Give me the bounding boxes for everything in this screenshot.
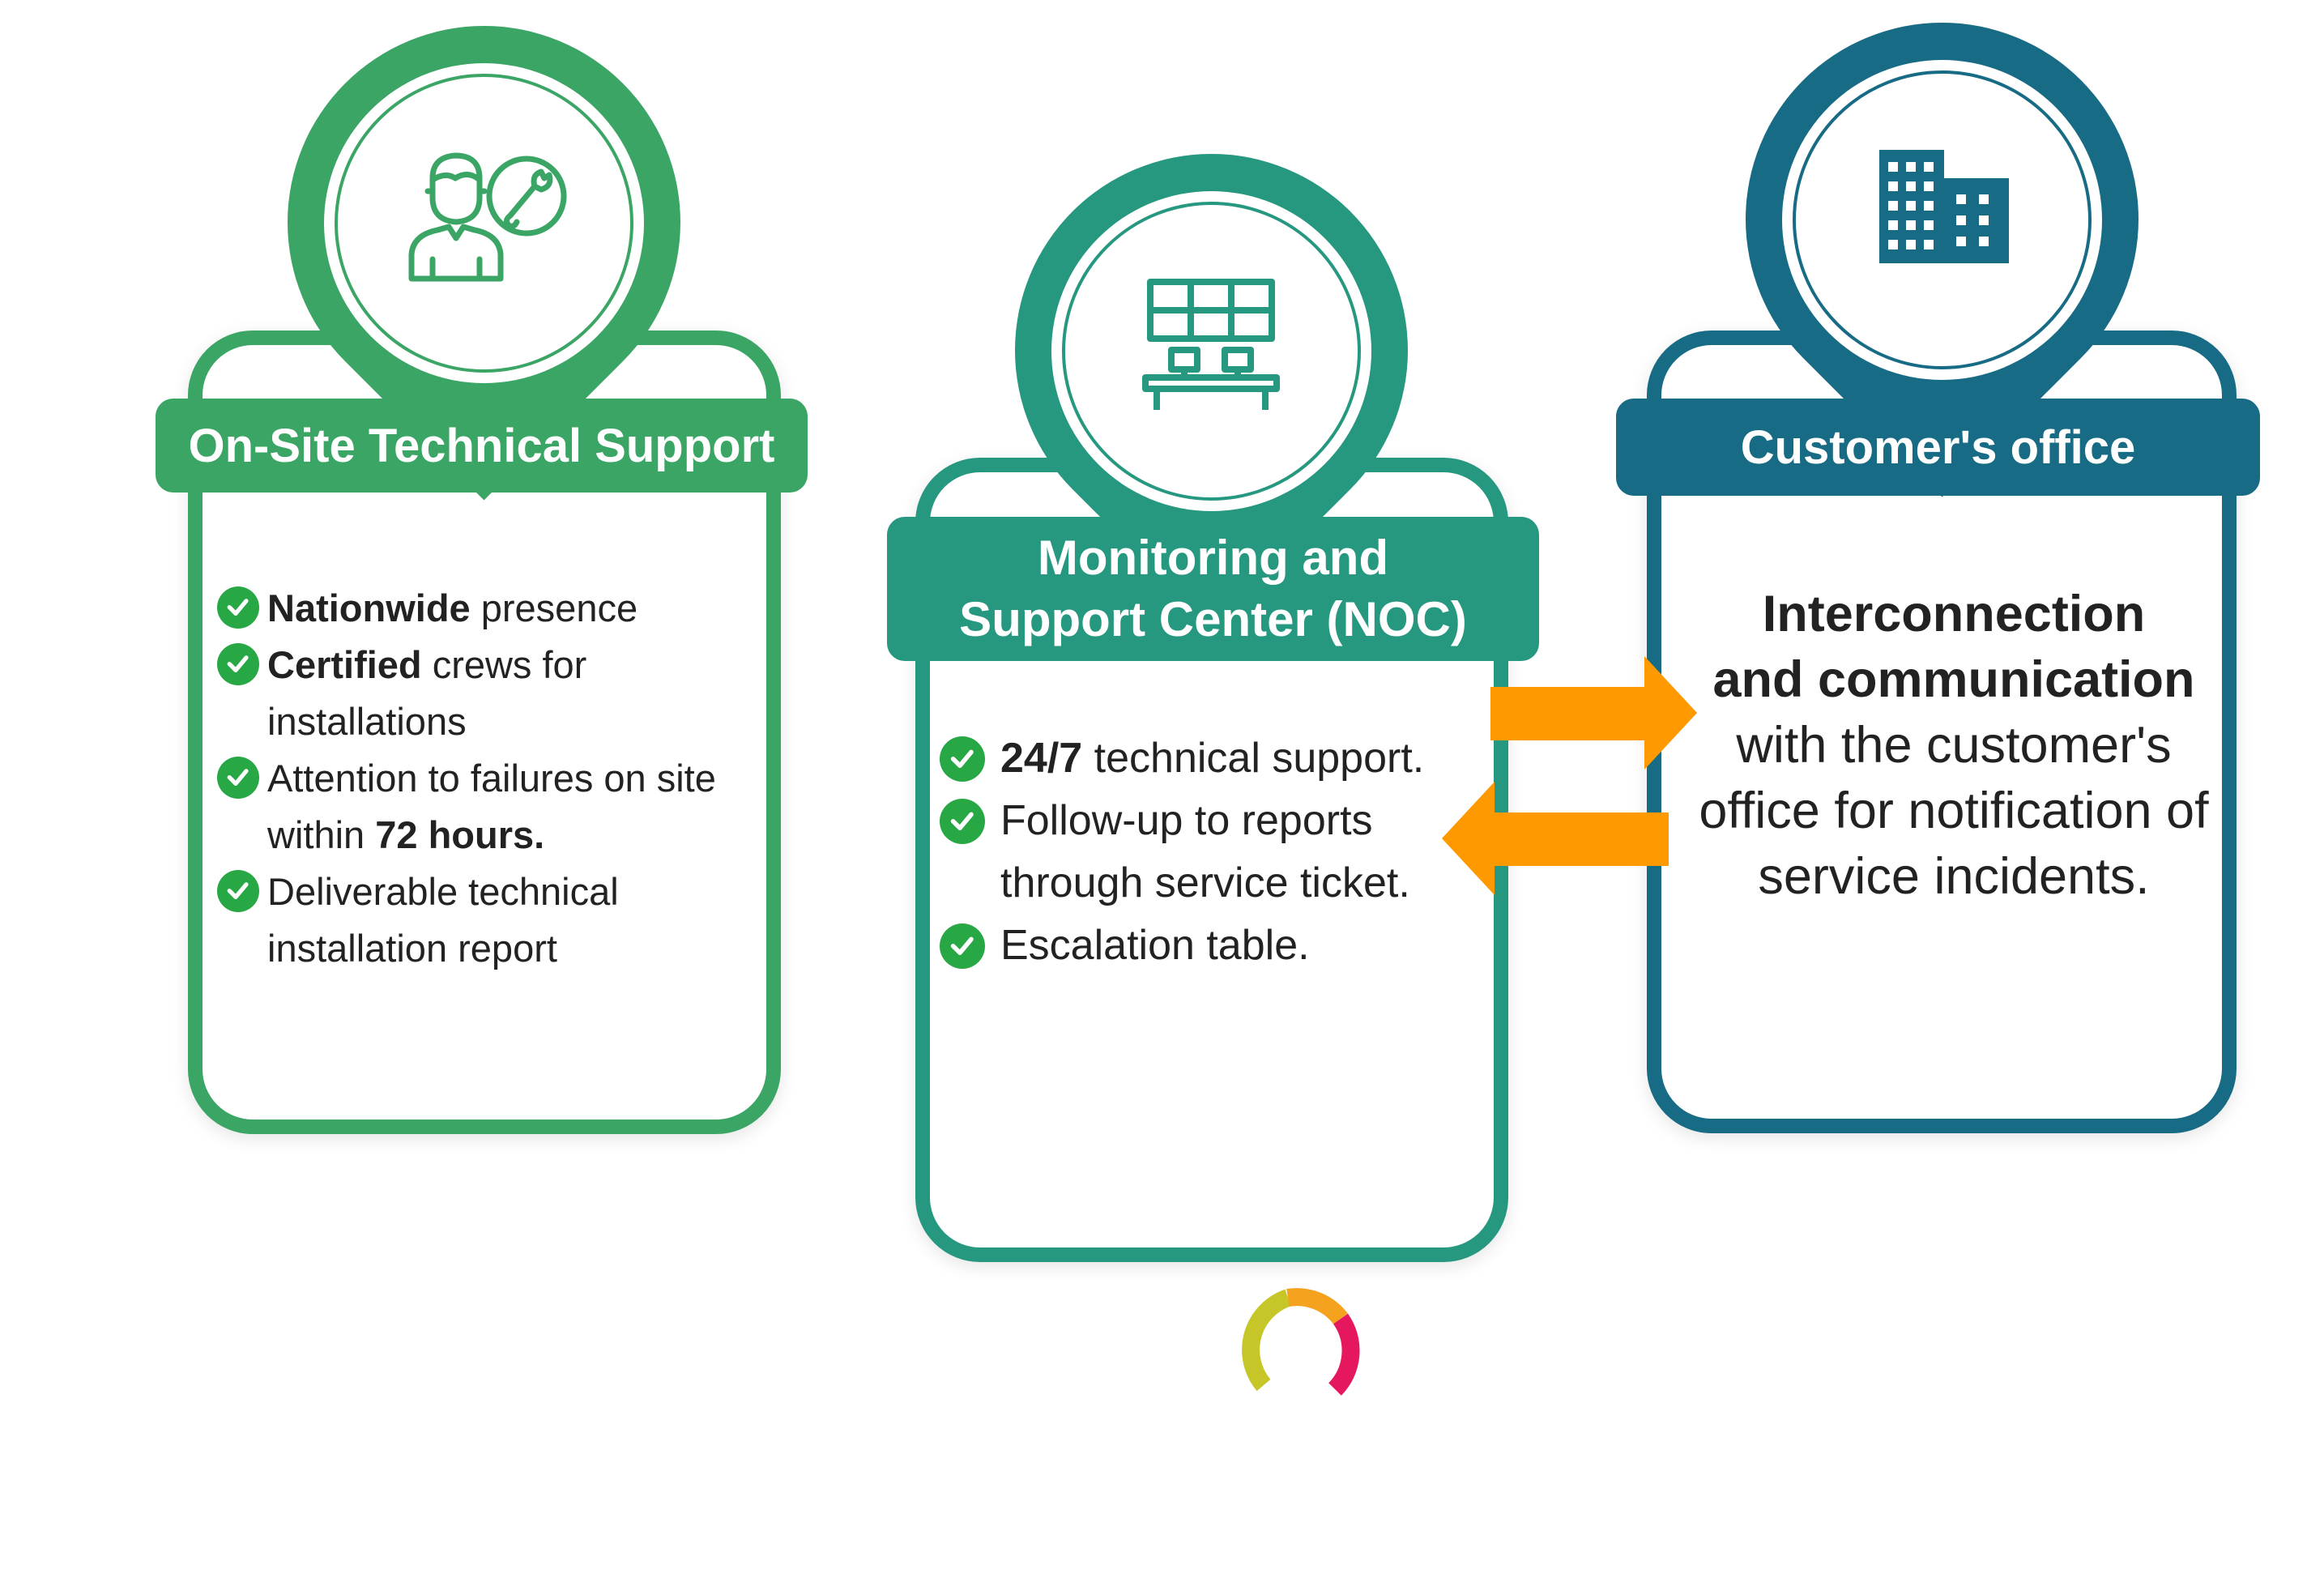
noc-title: Monitoring and Support Center (NOC) — [887, 517, 1539, 661]
item-text: presence — [470, 586, 638, 629]
list-item: Deliverable technical installation repor… — [217, 864, 736, 977]
item-text: Deliverable technical installation repor… — [267, 870, 619, 970]
noc-feature-list: 24/7 technical support. Follow-up to rep… — [940, 727, 1507, 977]
arrow-left-icon — [1442, 782, 1669, 895]
list-item: Nationwide presence — [217, 580, 736, 637]
item-text: crews for installations — [267, 643, 587, 743]
customer-description: Interconnection and communication with t… — [1678, 582, 2229, 910]
brand-logo-icon — [1242, 1288, 1360, 1396]
onsite-badge-ring — [335, 74, 633, 373]
list-item: Attention to failures on site within 72 … — [217, 750, 736, 864]
check-icon — [217, 586, 259, 629]
check-icon — [217, 643, 259, 685]
customer-bold-line1: Interconnection — [1762, 586, 2146, 642]
noc-badge-ring — [1062, 202, 1361, 501]
customer-bold-line2: and communication — [1712, 651, 2195, 708]
check-icon — [217, 757, 259, 799]
monitor-wall-desk-icon — [1142, 279, 1280, 410]
customer-title: Customer's office — [1616, 399, 2260, 496]
list-item: Follow-up to reports through service tic… — [940, 790, 1454, 915]
check-icon — [940, 923, 985, 969]
item-text: Follow-up to reports through service tic… — [1000, 797, 1410, 906]
customer-body: with the customer's office for notificat… — [1699, 717, 2209, 905]
office-building-icon — [1879, 150, 2009, 263]
technician-wrench-icon — [408, 152, 567, 282]
list-item: Escalation table. — [940, 915, 1507, 977]
check-icon — [940, 799, 985, 844]
list-item: 24/7 technical support. — [940, 727, 1507, 790]
item-text: technical support. — [1082, 735, 1425, 782]
check-icon — [940, 736, 985, 782]
item-text: Escalation table. — [1000, 922, 1310, 969]
customer-badge-ring — [1793, 70, 2092, 369]
item-bold: Nationwide — [267, 586, 471, 629]
item-bold: 24/7 — [1000, 735, 1083, 782]
onsite-feature-list: Nationwide presence Certified crews for … — [217, 580, 736, 977]
item-bold: 72 hours. — [375, 813, 545, 856]
list-item: Certified crews for installations — [217, 637, 736, 750]
item-bold: Certified — [267, 643, 422, 686]
arrow-right-icon — [1490, 656, 1697, 770]
noc-title-line2: Support Center (NOC) — [959, 592, 1467, 646]
check-icon — [217, 870, 259, 912]
onsite-title: On-Site Technical Support — [156, 399, 808, 493]
item-text: Attention to failures on site within — [267, 757, 716, 856]
noc-title-line1: Monitoring and — [1037, 531, 1389, 585]
